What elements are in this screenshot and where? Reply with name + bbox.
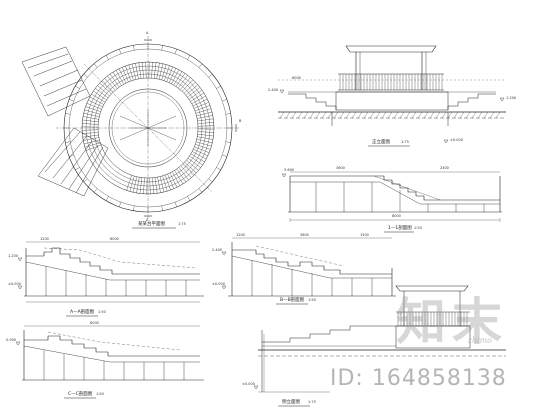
section-b-level-2: ±0.000 [212,282,225,286]
section-a-title: A—A剖面图 [70,310,95,315]
watermark-id: ID: 164858138 [330,366,507,391]
elevation-scale: 1:75 [401,140,409,144]
watermark-brand-sub: zhimo [467,336,492,345]
watermark-brand: 知末 [396,293,508,351]
plan-title: 某某台平面图 [138,222,165,227]
plan-center-mark [119,110,177,146]
section-b-title: B—B剖面图 [280,298,305,303]
section-b-dim-3: 1500 [360,233,369,237]
section-c-level-1: 0.900 [6,338,17,342]
section-a-level-1: 1.200 [8,254,19,258]
section-b-level-1: 2.400 [212,248,223,252]
plan-section-marks [144,39,237,217]
section-c-dim-1: 6000 [90,321,99,325]
elevation-title: 正立面图 [372,140,390,145]
section-a-scale: 1:50 [98,310,106,314]
section-1-dim-3: 8000 [392,214,401,218]
section-1-dim-1: 3600 [336,166,345,170]
section-a-dim-2: 6000 [110,237,119,241]
section-1-dim-2: 2400 [440,166,449,170]
side-elevation-view [253,285,506,393]
section-c-title: C—C剖面图 [68,392,93,397]
section-b-dim-1: 1200 [236,233,245,237]
elevation-dim-1: 8000 [292,76,301,80]
plan-scale: 1:75 [178,222,186,226]
section-b-b-view [221,237,396,297]
side-elevation-scale: 1:75 [308,400,316,404]
section-a-dim-1: 1200 [40,237,49,241]
section-a-a-view [17,241,204,303]
elevation-level-3: ±0.000 [450,138,463,142]
section-b-scale: 1:50 [308,298,316,302]
section-c-c-view [15,325,204,381]
plan-section-mark-top: A [146,31,149,35]
section-a-level-2: ±0.000 [8,282,21,286]
side-elevation-title: 侧立面图 [282,400,300,405]
section-1-scale: 1:50 [414,226,422,230]
section-1-level: 3.600 [284,168,295,172]
front-elevation-view [278,45,506,144]
side-elevation-level: ±0.000 [242,382,255,386]
elevation-level-1: 2.400 [268,88,279,92]
circular-plan-view [21,36,240,220]
plan-section-mark-bottom: A [146,218,149,222]
elevation-level-2: 1.200 [506,96,517,100]
section-1-title: 1—1剖面图 [388,226,412,231]
section-b-dim-2: 3600 [300,233,309,237]
section-1-1-view [281,171,502,222]
section-c-scale: 1:50 [96,392,104,396]
plan-section-mark-right: B [239,119,242,123]
